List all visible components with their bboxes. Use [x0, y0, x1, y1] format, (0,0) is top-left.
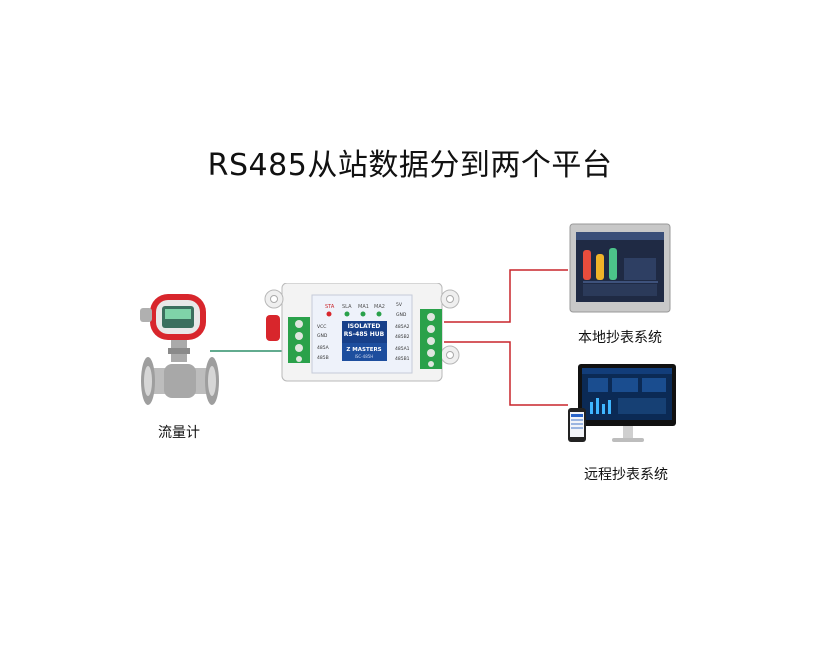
remote-monitor-device — [568, 364, 676, 442]
hub-title-line2: RS-485 HUB — [344, 331, 385, 338]
diagram-title: RS485从站数据分到两个平台 — [207, 148, 613, 183]
rs485-hub-device: STA SLA MA1 MA2 VCC GND 485A 485B 5V GND… — [264, 283, 460, 382]
right-terminal-485a2: 485A2 — [395, 324, 410, 330]
left-terminal-gnd: GND — [317, 333, 328, 339]
right-terminal-gnd: GND — [396, 312, 407, 318]
left-terminal-485a: 485A — [317, 345, 330, 351]
local-system-label: 本地抄表系统 — [578, 330, 662, 346]
right-terminal-485b2: 485B2 — [395, 334, 410, 340]
left-terminal-485b: 485B — [317, 355, 329, 361]
hub-model: ISC-485H — [355, 354, 374, 359]
right-terminal-5v: 5V — [396, 302, 403, 308]
hub-to-local-line — [444, 269, 568, 323]
led-label-sla: SLA — [342, 304, 352, 310]
flowmeter-device — [140, 294, 219, 405]
led-label-sta: STA — [325, 304, 335, 310]
right-terminal-485b1: 485B1 — [395, 356, 410, 362]
led-label-ma2: MA2 — [374, 304, 385, 310]
hub-to-remote-line — [444, 341, 568, 406]
left-terminal-vcc: VCC — [317, 324, 326, 330]
remote-system-label: 远程抄表系统 — [584, 467, 668, 483]
hmi-panel-device — [569, 223, 671, 313]
hub-brand: Z MASTERS — [346, 347, 381, 353]
right-terminal-485a1: 485A1 — [395, 346, 410, 352]
flowmeter-label: 流量计 — [158, 425, 200, 441]
hub-title-line1: ISOLATED — [348, 323, 381, 330]
led-label-ma1: MA1 — [358, 304, 369, 310]
